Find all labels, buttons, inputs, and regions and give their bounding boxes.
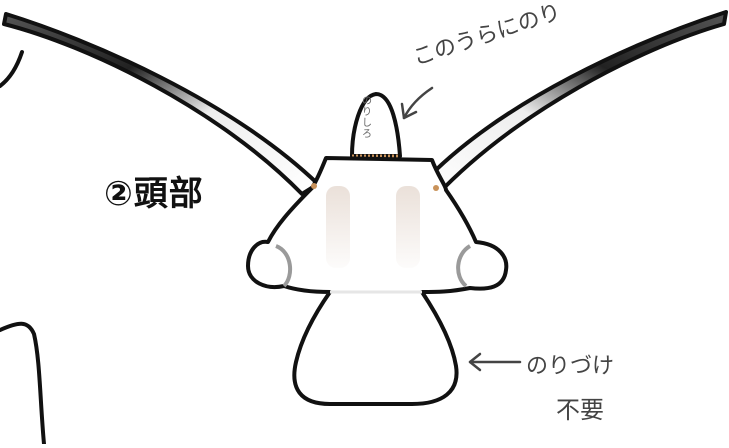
arrow-pointer-icon bbox=[400, 86, 434, 120]
annotation-glue-tab: のりしろ bbox=[362, 96, 372, 140]
arrow-left-icon bbox=[468, 352, 522, 372]
right-shoulder-glue-dot bbox=[433, 185, 439, 191]
right-arm-shade bbox=[456, 244, 472, 288]
left-shoulder-glue-dot bbox=[311, 183, 317, 189]
body-shade-left bbox=[326, 186, 350, 268]
annotation-not-needed: 不要 bbox=[556, 396, 604, 424]
head-body bbox=[246, 156, 509, 406]
left-edge-fragment-bottom bbox=[0, 321, 46, 446]
annotation-no-glue: のりづけ bbox=[526, 354, 615, 379]
left-edge-fragment-top bbox=[0, 50, 24, 88]
left-arm-shade bbox=[275, 244, 293, 288]
glue-tab bbox=[350, 92, 402, 158]
part-title: ②頭部 bbox=[104, 174, 204, 214]
body-shade-right bbox=[396, 186, 420, 268]
